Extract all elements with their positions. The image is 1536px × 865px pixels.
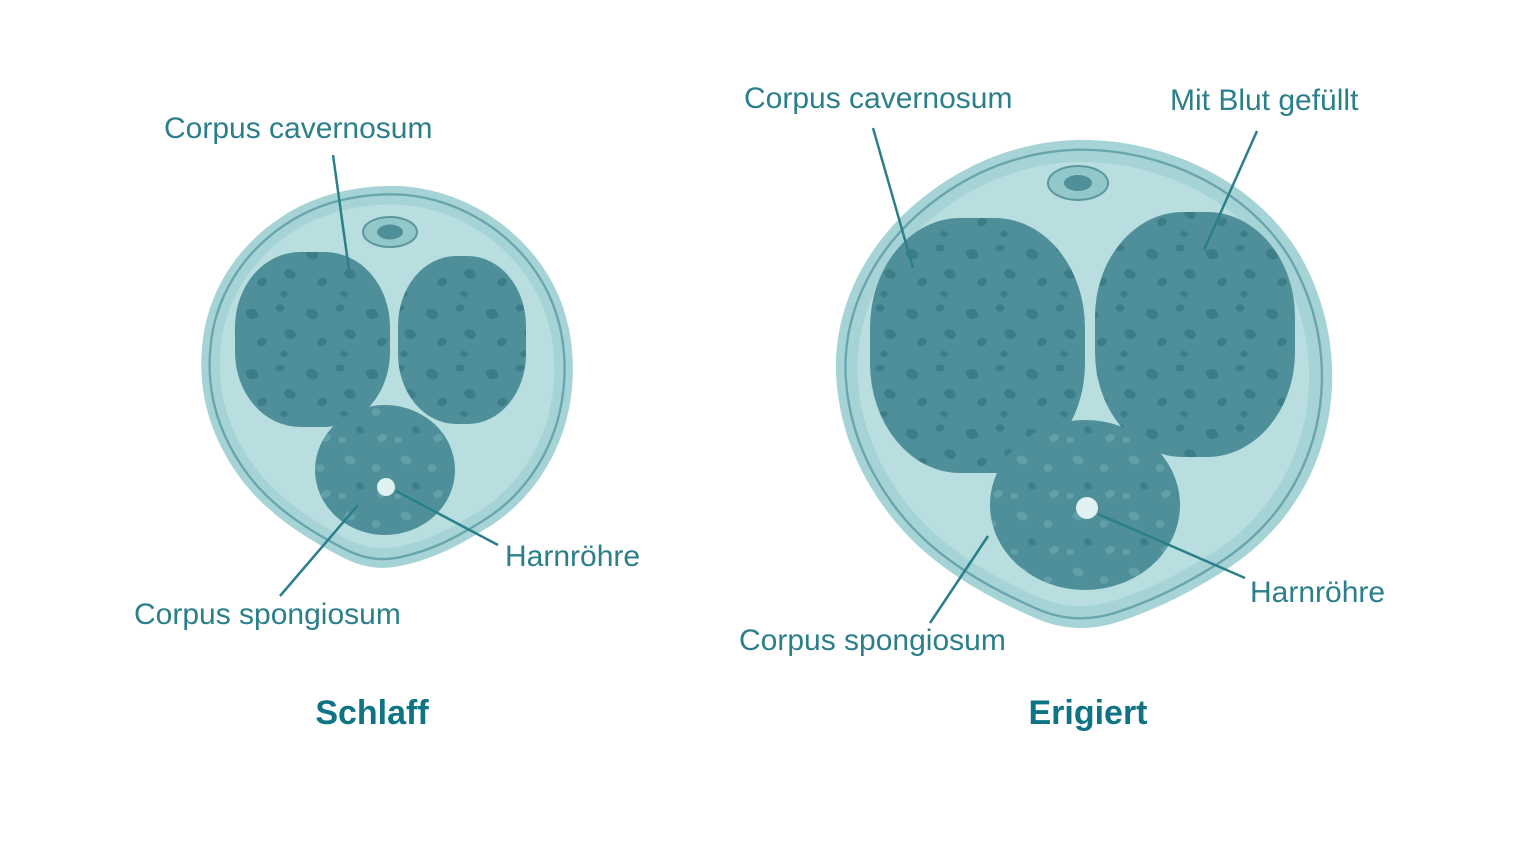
erect-harnroehre-label: Harnröhre xyxy=(1250,576,1386,609)
erect-cavernosum-pointer-line xyxy=(871,127,915,269)
erect-harnroehre-pointer-line xyxy=(1097,512,1246,580)
erect-title: Erigiert xyxy=(1028,694,1148,732)
flaccid-dorsal-vein-lumen xyxy=(377,224,403,240)
erect-dorsal-vein-lumen xyxy=(1064,175,1092,191)
flaccid-urethra xyxy=(377,478,395,496)
erect-blut-pointer-line xyxy=(1202,130,1259,251)
erect-cross-section xyxy=(835,127,1333,628)
flaccid-corpus-cavernosum-right xyxy=(398,256,526,424)
flaccid-harnroehre-pointer-line xyxy=(395,489,499,547)
erect-spongiosum-pointer-line xyxy=(928,535,990,624)
flaccid-title: Schlaff xyxy=(315,694,429,732)
erect-corpus-cavernosum-right xyxy=(1095,212,1295,457)
flaccid-corpus-cavernosum-label: Corpus cavernosum xyxy=(164,112,433,145)
flaccid-harnroehre-label: Harnröhre xyxy=(505,540,641,573)
flaccid-spongiosum-pointer-line xyxy=(279,504,359,597)
flaccid-cross-section xyxy=(201,154,573,597)
erect-mit-blut-gefuellt-label: Mit Blut gefüllt xyxy=(1170,84,1359,117)
erect-corpus-cavernosum-label: Corpus cavernosum xyxy=(744,82,1013,115)
flaccid-corpus-spongiosum xyxy=(315,405,455,535)
erect-corpus-spongiosum-label: Corpus spongiosum xyxy=(739,624,1006,657)
flaccid-corpus-spongiosum-label: Corpus spongiosum xyxy=(134,598,401,631)
flaccid-cavernosum-pointer-line xyxy=(331,154,351,271)
erect-urethra xyxy=(1076,497,1098,519)
erect-corpus-cavernosum-left xyxy=(870,218,1085,473)
flaccid-corpus-cavernosum-left xyxy=(235,252,390,427)
